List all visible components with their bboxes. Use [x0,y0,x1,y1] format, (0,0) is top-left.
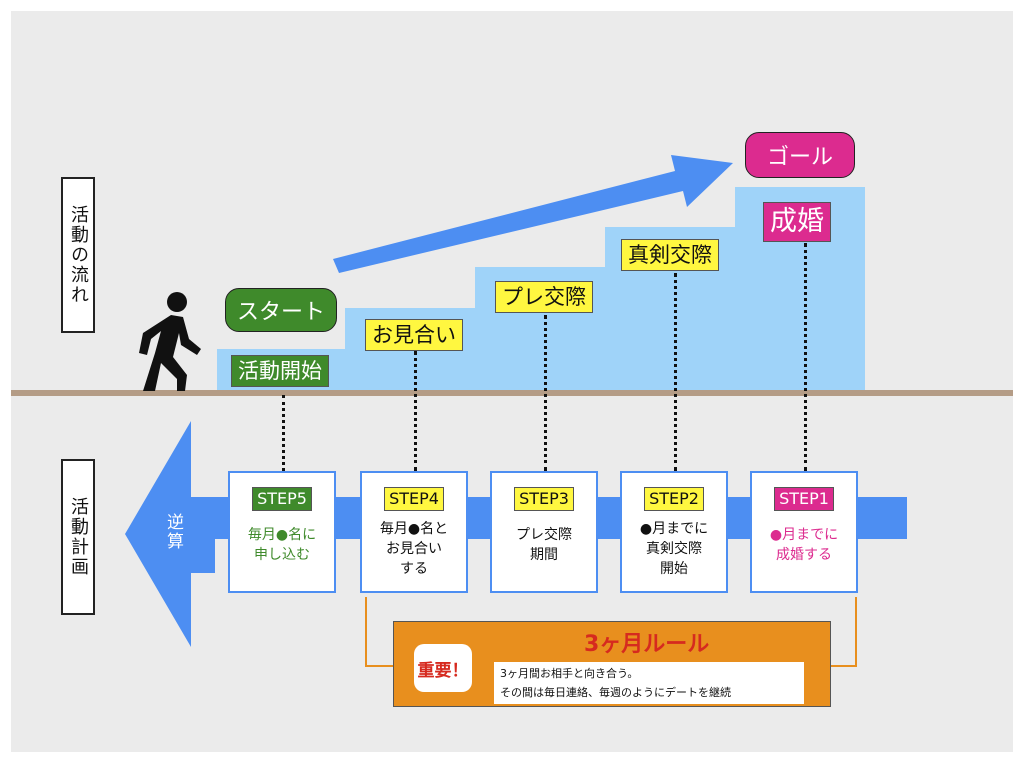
important-badge: 重要！ [414,644,472,692]
step-description: 毎月●名と お見合い する [379,521,449,577]
ground-line [11,390,1013,396]
step-description: ●月までに 成婚する [769,527,839,563]
flow-side-label: 活動の流れ [61,177,95,333]
stage-label-serious-dating: 真剣交際 [621,239,719,271]
start-pill: スタート [225,288,337,332]
stage-label-omiai: お見合い [365,319,463,351]
connector-step1 [804,243,807,471]
step-badge: STEP1 [774,487,834,511]
goal-pill: ゴール [745,132,855,178]
step-description: プレ交際 期間 [516,527,572,563]
step-card-4: STEP4 毎月●名と お見合い する [360,471,468,593]
connector-step4 [414,351,417,471]
plan-side-label: 活動計画 [61,459,95,615]
stage-label-marriage: 成婚 [763,202,831,242]
connector-step3 [544,315,547,471]
step-card-1: STEP1 ●月までに 成婚する [750,471,858,593]
stage-label-activity-start: 活動開始 [231,355,329,387]
step-description: 毎月●名に 申し込む [247,527,317,563]
walking-person-icon [139,292,201,391]
stage-label-pre-dating: プレ交際 [495,281,593,313]
rule-note: 3ヶ月間お相手と向き合う。 その間は毎日連絡、毎週のようにデートを継続 [494,662,804,704]
rule-title: 3ヶ月ルール [584,632,710,657]
step-badge: STEP5 [252,487,312,511]
connector-step2 [674,273,677,471]
rule-box: 3ヶ月ルール 重要！ 3ヶ月間お相手と向き合う。 その間は毎日連絡、毎週のように… [393,621,831,707]
reverse-label: 逆算 [163,513,183,551]
diagram-canvas: 活動の流れ 活動計画 スタート ゴール 活動開始 お見合い プレ交際 真剣交際 … [11,11,1013,752]
step-card-2: STEP2 ●月までに 真剣交際 開始 [620,471,728,593]
step-badge: STEP4 [384,487,444,511]
rule-note-line-2: その間は毎日連絡、毎週のようにデートを継続 [500,686,731,699]
step-badge: STEP2 [644,487,704,511]
up-arrow-icon [333,155,733,273]
step-description: ●月までに 真剣交際 開始 [639,521,709,577]
step-badge: STEP3 [514,487,574,511]
rule-note-line-1: 3ヶ月間お相手と向き合う。 [500,667,639,680]
connector-step5 [282,395,285,471]
left-arrow-icon [125,421,215,647]
step-card-3: STEP3 プレ交際 期間 [490,471,598,593]
step-card-5: STEP5 毎月●名に 申し込む [228,471,336,593]
